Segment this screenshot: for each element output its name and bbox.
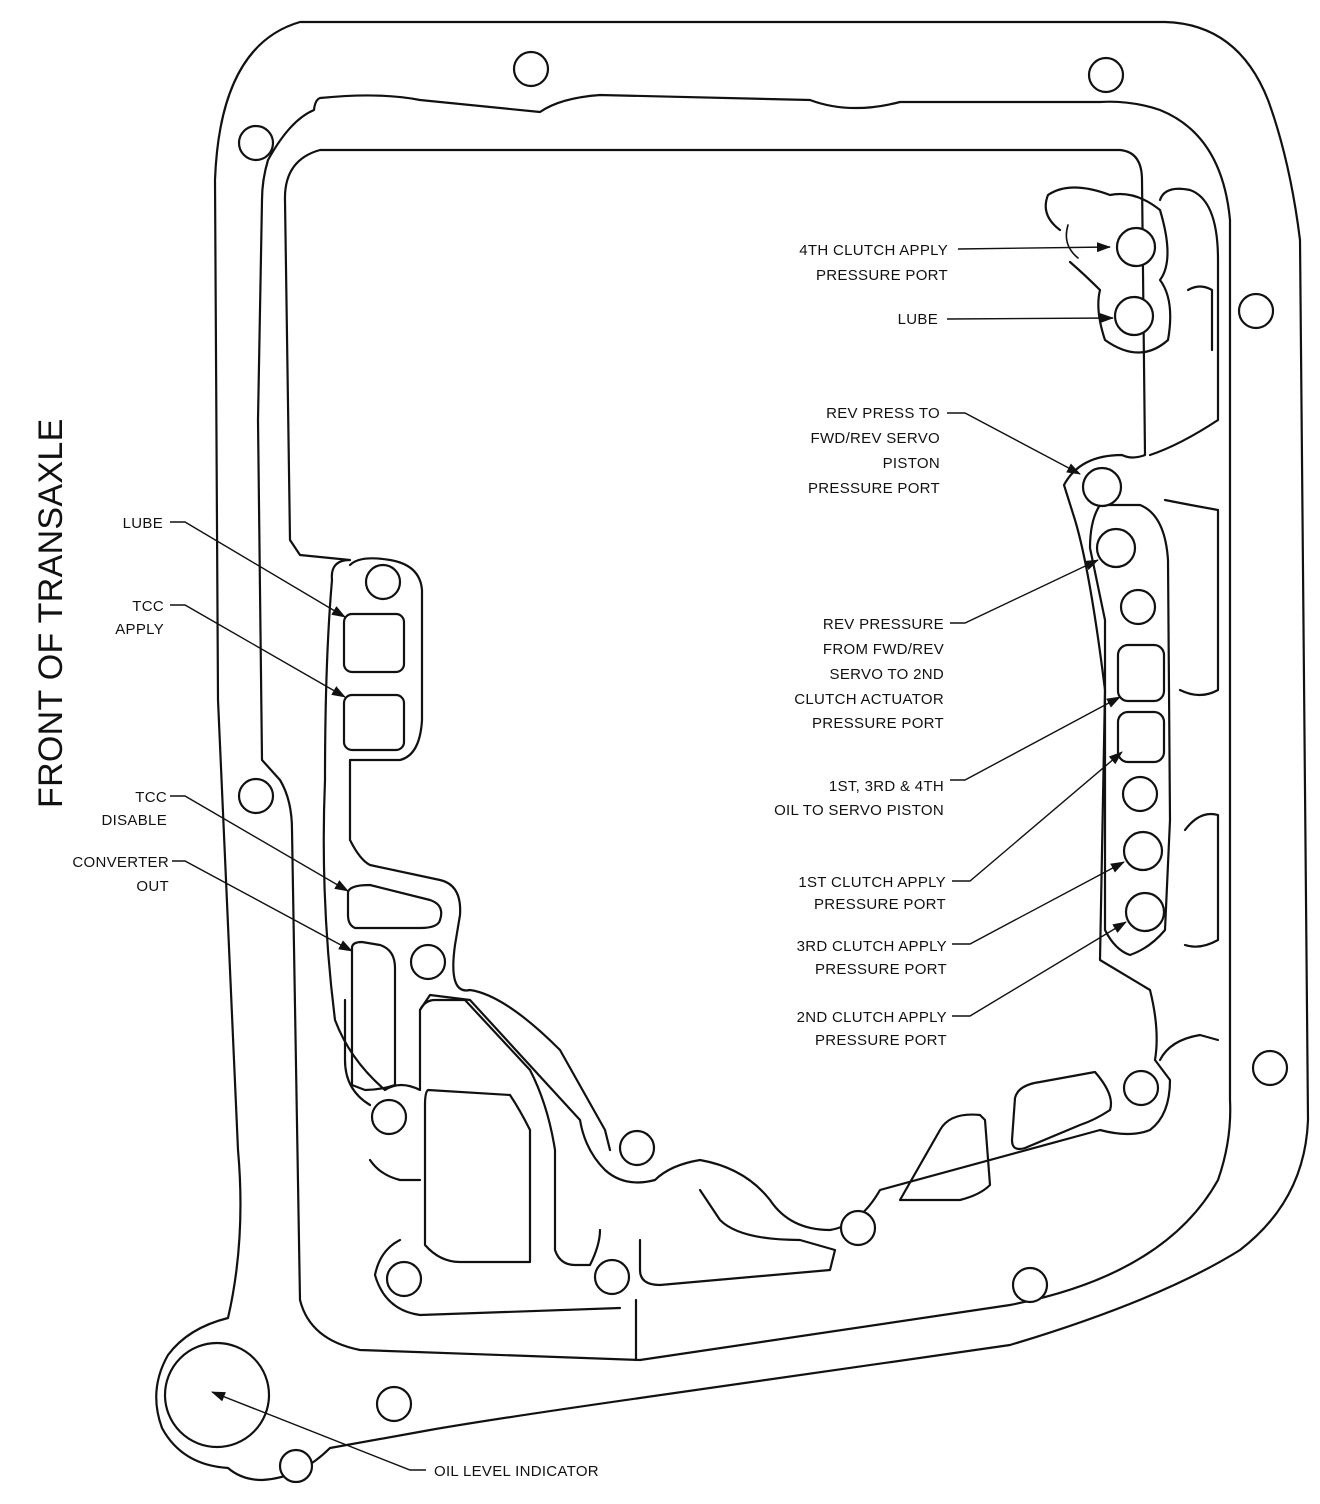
svg-text:OIL TO SERVO PISTON: OIL TO SERVO PISTON bbox=[774, 802, 944, 819]
label-4th-clutch-apply: 4TH CLUTCH APPLY PRESSURE PORT bbox=[799, 242, 948, 284]
gasket-channel-path bbox=[283, 148, 1172, 1232]
left-lower-port-block bbox=[343, 883, 622, 1317]
svg-text:1ST CLUTCH APPLY: 1ST CLUTCH APPLY bbox=[798, 874, 946, 891]
svg-text:PRESSURE PORT: PRESSURE PORT bbox=[815, 961, 947, 978]
svg-text:CLUTCH ACTUATOR: CLUTCH ACTUATOR bbox=[794, 691, 944, 708]
svg-text:PRESSURE PORT: PRESSURE PORT bbox=[816, 267, 948, 284]
svg-text:CONVERTER: CONVERTER bbox=[72, 854, 169, 871]
svg-text:FROM FWD/REV: FROM FWD/REV bbox=[823, 641, 944, 658]
svg-text:OIL LEVEL INDICATOR: OIL LEVEL INDICATOR bbox=[434, 1463, 599, 1480]
svg-text:APPLY: APPLY bbox=[115, 621, 164, 638]
label-3rd-clutch-apply: 3RD CLUTCH APPLY PRESSURE PORT bbox=[797, 938, 947, 978]
label-tcc-disable: TCC DISABLE bbox=[102, 789, 167, 829]
label-converter-out: CONVERTER OUT bbox=[72, 854, 169, 895]
svg-text:1ST, 3RD & 4TH: 1ST, 3RD & 4TH bbox=[829, 778, 944, 795]
svg-text:PRESSURE PORT: PRESSURE PORT bbox=[808, 480, 940, 497]
label-rev-press-to-servo: REV PRESS TO FWD/REV SERVO PISTON PRESSU… bbox=[808, 405, 940, 497]
left-upper-port-block bbox=[342, 557, 612, 1152]
label-lube-left: LUBE bbox=[123, 515, 163, 532]
svg-text:OUT: OUT bbox=[136, 878, 169, 895]
label-oil-level-indicator: OIL LEVEL INDICATOR bbox=[434, 1463, 599, 1480]
bolt-holes bbox=[163, 50, 1289, 1484]
svg-text:2ND CLUTCH APPLY: 2ND CLUTCH APPLY bbox=[797, 1009, 947, 1026]
svg-text:REV PRESSURE: REV PRESSURE bbox=[823, 616, 944, 633]
svg-text:3RD CLUTCH APPLY: 3RD CLUTCH APPLY bbox=[797, 938, 947, 955]
bottom-port-slots bbox=[638, 1070, 1113, 1287]
svg-text:PISTON: PISTON bbox=[883, 455, 940, 472]
gasket-inner-outline bbox=[256, 93, 1232, 1362]
svg-text:SERVO TO 2ND: SERVO TO 2ND bbox=[830, 666, 944, 683]
svg-text:TCC: TCC bbox=[135, 789, 167, 806]
top-right-port-cluster bbox=[1044, 186, 1172, 354]
svg-text:REV PRESS TO: REV PRESS TO bbox=[826, 405, 940, 422]
svg-text:4TH CLUTCH APPLY: 4TH CLUTCH APPLY bbox=[799, 242, 948, 259]
svg-text:TCC: TCC bbox=[132, 598, 164, 615]
label-oil-to-servo-piston: 1ST, 3RD & 4TH OIL TO SERVO PISTON bbox=[774, 778, 944, 819]
label-rev-pressure-from-servo: REV PRESSURE FROM FWD/REV SERVO TO 2ND C… bbox=[794, 616, 944, 732]
label-tcc-apply: TCC APPLY bbox=[115, 598, 164, 638]
right-channel-lobes bbox=[1148, 187, 1220, 1062]
label-2nd-clutch-apply: 2ND CLUTCH APPLY PRESSURE PORT bbox=[797, 1009, 947, 1049]
label-lube-right: LUBE bbox=[898, 311, 938, 328]
svg-text:PRESSURE PORT: PRESSURE PORT bbox=[814, 896, 946, 913]
leader-lines bbox=[170, 242, 1127, 1471]
svg-text:FWD/REV SERVO: FWD/REV SERVO bbox=[811, 430, 940, 447]
svg-text:PRESSURE PORT: PRESSURE PORT bbox=[812, 715, 944, 732]
svg-text:DISABLE: DISABLE bbox=[102, 812, 167, 829]
front-of-transaxle-title: FRONT OF TRANSAXLE bbox=[32, 418, 70, 808]
right-port-column bbox=[1088, 503, 1172, 957]
svg-text:LUBE: LUBE bbox=[123, 515, 163, 532]
label-1st-clutch-apply: 1ST CLUTCH APPLY PRESSURE PORT bbox=[798, 874, 946, 913]
svg-text:PRESSURE PORT: PRESSURE PORT bbox=[815, 1032, 947, 1049]
gasket-outer-outline bbox=[155, 20, 1310, 1482]
svg-text:LUBE: LUBE bbox=[898, 311, 938, 328]
